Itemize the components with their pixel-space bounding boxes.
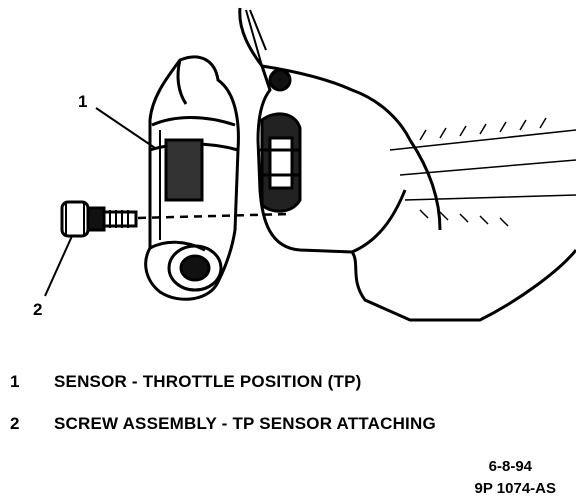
tp-sensor-diagram bbox=[44, 7, 576, 322]
legend-text: SCREW ASSEMBLY - TP SENSOR ATTACHING bbox=[54, 414, 436, 433]
legend-number: 2 bbox=[10, 414, 20, 433]
leader-line-1 bbox=[95, 107, 156, 149]
date-code: 6-8-94 bbox=[488, 458, 532, 475]
legend-item-sensor: 1 SENSOR - THROTTLE POSITION (TP) bbox=[10, 372, 361, 392]
tp-sensor bbox=[144, 55, 240, 301]
attaching-screw bbox=[60, 200, 138, 238]
leader-line-2 bbox=[44, 235, 73, 297]
callout-number-1: 1 bbox=[78, 92, 88, 111]
legend-number: 1 bbox=[10, 372, 20, 391]
legend-text: SENSOR - THROTTLE POSITION (TP) bbox=[54, 372, 362, 391]
alignment-line bbox=[137, 212, 291, 220]
leader-lines bbox=[44, 107, 156, 297]
part-code: 9P 1074-AS bbox=[474, 480, 556, 497]
throttle-body bbox=[238, 7, 576, 322]
legend-item-screw: 2 SCREW ASSEMBLY - TP SENSOR ATTACHING bbox=[10, 414, 436, 434]
callout-number-2: 2 bbox=[33, 300, 43, 319]
